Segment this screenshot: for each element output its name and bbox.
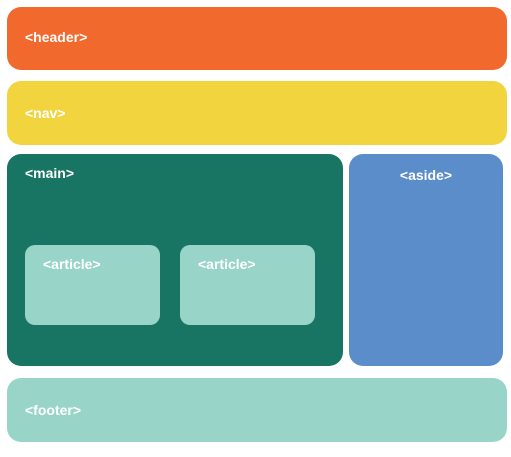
footer-label: <footer> — [25, 402, 82, 418]
footer-block: <footer> — [7, 378, 507, 442]
nav-label: <nav> — [25, 105, 66, 121]
aside-label: <aside> — [399, 167, 453, 183]
main-label: <main> — [25, 165, 75, 181]
header-block: <header> — [7, 7, 507, 70]
article-label-1: <article> — [43, 256, 101, 272]
article-label-2: <article> — [198, 256, 256, 272]
main-block: <main> <article> <article> — [7, 154, 343, 366]
nav-block: <nav> — [7, 81, 507, 145]
article-block-2: <article> — [180, 245, 315, 325]
header-label: <header> — [25, 29, 88, 45]
article-block-1: <article> — [25, 245, 160, 325]
aside-block: <aside> — [349, 154, 503, 366]
